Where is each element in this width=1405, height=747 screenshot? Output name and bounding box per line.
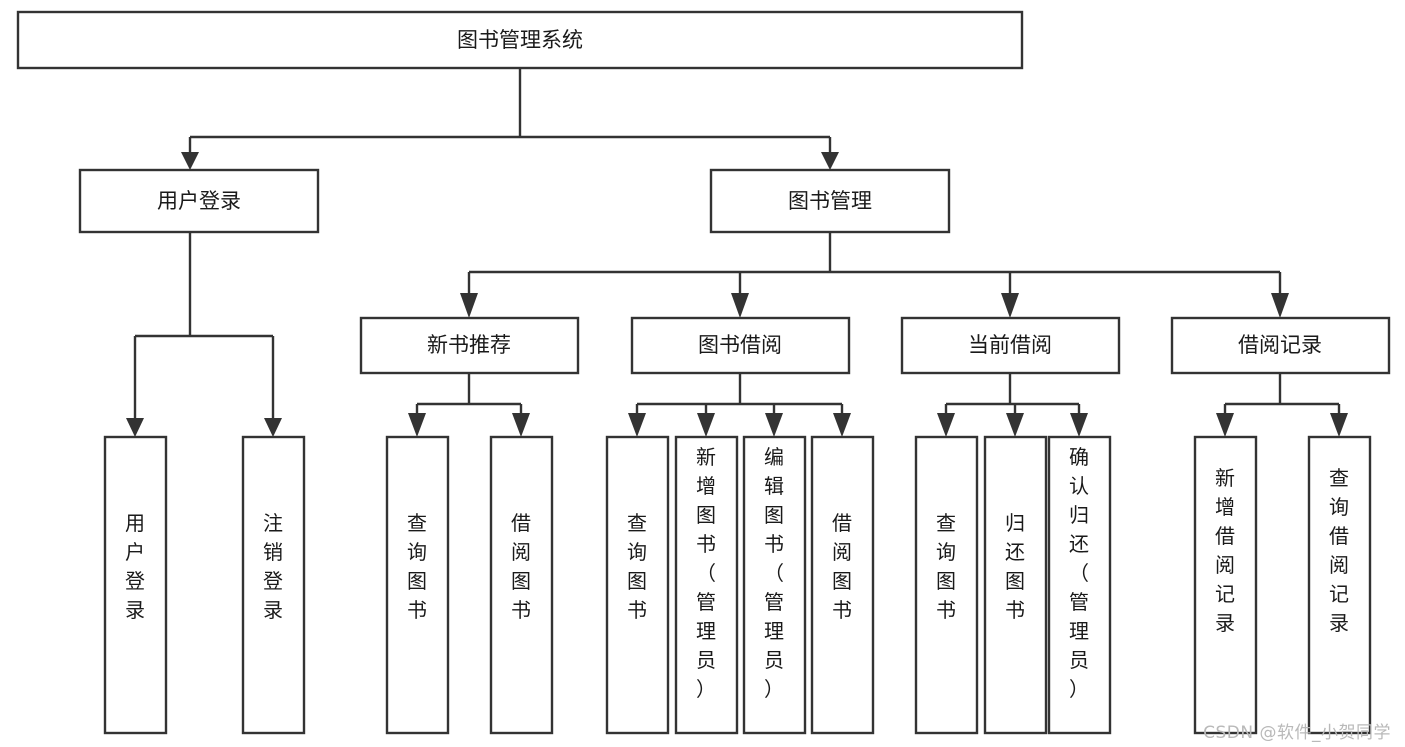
leaf-label-nb-query-book: 查询图书 xyxy=(407,511,427,622)
leaf-box-bb-add-book[interactable] xyxy=(674,435,739,735)
leaf-label-bb-edit-book: 编辑图书（管理员） xyxy=(764,445,784,701)
leaf-node[interactable]: 查询图书 xyxy=(914,435,979,735)
leaf-box-cb-confirm-return[interactable] xyxy=(1047,435,1112,735)
book-management-box[interactable] xyxy=(709,168,951,234)
leaf-box-bb-edit-book[interactable] xyxy=(742,435,807,735)
arrowhead-nb-leaf-2 xyxy=(512,413,530,437)
node-root[interactable]: 图书管理系统 xyxy=(16,10,1024,70)
leaf-label-bb-query-book: 查询图书 xyxy=(627,511,647,622)
edge-layer xyxy=(126,68,1348,437)
new-book-recommend-label: 新书推荐 xyxy=(427,333,511,357)
leaf-label-bb-add-book: 新增图书（管理员） xyxy=(696,445,716,701)
leaf-box-bb-query-book[interactable] xyxy=(605,435,670,735)
arrowhead-bb-leaf-2 xyxy=(697,413,715,437)
user-login-box[interactable] xyxy=(78,168,320,234)
leaf-label-cb-query-book: 查询图书 xyxy=(936,511,956,622)
borrow-record-label: 借阅记录 xyxy=(1238,333,1322,357)
leaf-box-cb-return-book[interactable] xyxy=(983,435,1048,735)
leaf-box-user-login[interactable] xyxy=(103,435,168,735)
book-borrow-box[interactable] xyxy=(630,316,851,375)
node-book-borrow[interactable]: 图书借阅 xyxy=(630,316,851,375)
current-borrow-label: 当前借阅 xyxy=(968,333,1052,357)
leaf-node[interactable]: 注销登录 xyxy=(241,435,306,735)
user-login-label: 用户登录 xyxy=(157,189,241,213)
current-borrow-box[interactable] xyxy=(900,316,1121,375)
borrow-record-box[interactable] xyxy=(1170,316,1391,375)
arrowhead-leaf-user-login xyxy=(126,418,144,437)
arrowhead-cb-leaf-3 xyxy=(1070,413,1088,437)
leaf-box-nb-query-book[interactable] xyxy=(385,435,450,735)
leaf-label-logout: 注销登录 xyxy=(263,511,283,622)
book-management-label: 图书管理 xyxy=(788,189,872,213)
leaf-label-user-login: 用户登录 xyxy=(125,511,145,622)
leaf-node[interactable]: 查询借阅记录 xyxy=(1307,435,1372,735)
leaf-box-cb-query-book[interactable] xyxy=(914,435,979,735)
leaf-node[interactable]: 查询图书 xyxy=(605,435,670,735)
new-book-recommend-box[interactable] xyxy=(359,316,580,375)
leaf-label-bb-borrow-book: 借阅图书 xyxy=(832,511,852,622)
leaf-label-br-query-record: 查询借阅记录 xyxy=(1329,466,1349,635)
arrowhead-borrow-record xyxy=(1271,293,1289,318)
leaf-label-cb-confirm-return: 确认归还（管理员） xyxy=(1069,445,1089,701)
root-box[interactable] xyxy=(16,10,1024,70)
arrowhead-bb-leaf-4 xyxy=(833,413,851,437)
leaf-box-nb-borrow-book[interactable] xyxy=(489,435,554,735)
arrowhead-book-mgmt xyxy=(821,152,839,170)
leaf-label-br-add-record: 新增借阅记录 xyxy=(1215,466,1235,635)
leaf-node[interactable]: 借阅图书 xyxy=(489,435,554,735)
arrowhead-br-leaf-1 xyxy=(1216,413,1234,437)
arrowhead-bb-leaf-1 xyxy=(628,413,646,437)
leaf-node[interactable]: 新增图书（管理员） xyxy=(674,435,739,735)
node-book-management[interactable]: 图书管理 xyxy=(709,168,951,234)
node-borrow-record[interactable]: 借阅记录 xyxy=(1170,316,1391,375)
leaf-box-logout[interactable] xyxy=(241,435,306,735)
leaf-label-nb-borrow-book: 借阅图书 xyxy=(511,511,531,622)
csdn-watermark: CSDN @软件_小贺同学 xyxy=(1203,723,1391,743)
arrowhead-cb-leaf-1 xyxy=(937,413,955,437)
leaf-node[interactable]: 查询图书 xyxy=(385,435,450,735)
node-current-borrow[interactable]: 当前借阅 xyxy=(900,316,1121,375)
arrowhead-cb-leaf-2 xyxy=(1006,413,1024,437)
book-borrow-label: 图书借阅 xyxy=(698,333,782,357)
arrowhead-nb-leaf-1 xyxy=(408,413,426,437)
leaf-node[interactable]: 用户登录 xyxy=(103,435,168,735)
arrowhead-bb-leaf-3 xyxy=(765,413,783,437)
root-label: 图书管理系统 xyxy=(457,28,583,52)
leaf-node[interactable]: 确认归还（管理员） xyxy=(1047,435,1112,735)
leaf-node[interactable]: 借阅图书 xyxy=(810,435,875,735)
arrowhead-user-login xyxy=(181,152,199,170)
leaf-node[interactable]: 新增借阅记录 xyxy=(1193,435,1258,735)
leaf-box-br-add-record[interactable] xyxy=(1193,435,1258,735)
arrowhead-new-book xyxy=(460,293,478,318)
node-new-book-recommend[interactable]: 新书推荐 xyxy=(359,316,580,375)
leaf-box-br-query-record[interactable] xyxy=(1307,435,1372,735)
arrowhead-book-borrow xyxy=(731,293,749,318)
leaf-box-bb-borrow-book[interactable] xyxy=(810,435,875,735)
leaf-node[interactable]: 编辑图书（管理员） xyxy=(742,435,807,735)
leaf-label-cb-return-book: 归还图书 xyxy=(1005,511,1025,622)
leaf-node[interactable]: 归还图书 xyxy=(983,435,1048,735)
node-user-login[interactable]: 用户登录 xyxy=(78,168,320,234)
arrowhead-current-borrow xyxy=(1001,293,1019,318)
arrowhead-br-leaf-2 xyxy=(1330,413,1348,437)
arrowhead-leaf-logout xyxy=(264,418,282,437)
